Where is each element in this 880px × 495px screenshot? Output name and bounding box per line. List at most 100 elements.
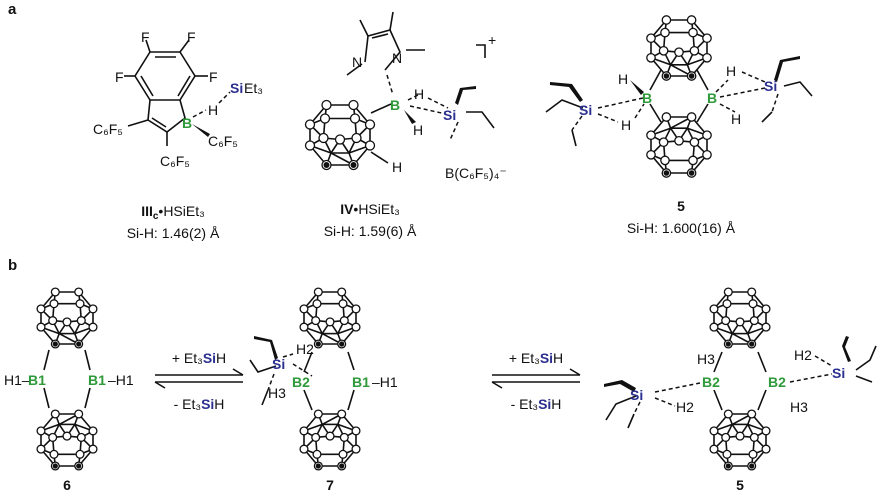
boron-vertex [351,426,361,436]
nitrogen-atom: N [392,50,402,66]
boron-vertex [311,316,321,326]
boron-vertex [348,99,359,111]
boron-vertex [339,316,349,326]
boron-vertex [747,409,757,419]
reagent-remove: - Et₃SiH [511,396,562,412]
boron-vertex [735,431,745,441]
boron-vertex [709,444,719,454]
boron-vertex [364,119,376,130]
boron-vertex [674,135,684,146]
boron-vertex [311,432,321,442]
carbon-vertex [339,463,345,469]
boron-atom: B [707,90,717,106]
boron-vertex [48,316,58,326]
silicon-atom: Si [579,102,592,118]
hydride-label: –H1 [108,372,134,388]
carbon-vertex [350,162,357,168]
fluorine: F [115,69,124,85]
compound-name: 5 [677,198,685,214]
carbon-vertex [663,170,670,176]
boron-atom: B [182,115,192,131]
reagent-remove: - Et₃SiH [174,396,225,412]
carbon-vertex [749,463,755,469]
silicon-atom: Si [630,387,643,403]
reagent-add: + Et₃SiH [509,350,563,366]
reagent-add: + Et₃SiH [172,350,226,366]
boron-vertex [313,287,323,297]
c6f5-group: C₆F₅ [208,133,238,149]
boron-vertex [337,287,347,297]
boron-vertex [689,45,700,56]
hydride: H [731,111,741,127]
fluorine: F [209,69,218,85]
boron-vertex [88,426,98,436]
compound-5-scheme: Si B2 B2 H3 H2 H2 H3 Si 5 [604,336,877,493]
boron-vertex [686,15,697,25]
boron-vertex [748,299,758,309]
fluorine: F [187,29,196,45]
compound-number: 7 [326,477,334,493]
boron-vertex [735,317,745,327]
panel-label-a: a [8,1,17,18]
boron-vertex [313,409,323,419]
hydride: H [618,71,628,87]
carbon-vertex [688,170,695,176]
boron-vertex [339,432,349,442]
compound-IIIc: F F F F Si Et₃ H B C₆F₅ C₆F₅ C₆F₅ IIIc•H… [93,29,263,241]
boron-vertex [660,27,670,38]
boron-vertex [349,113,361,124]
hydride-label: H3 [790,399,808,415]
hydride: H [208,102,218,118]
equilibrium-arrow-1: + Et₃SiH - Et₃SiH [154,350,244,412]
boron-vertex [709,322,719,332]
boron-vertex [76,432,86,442]
boron-vertex [49,449,59,459]
boron-vertex [688,27,698,38]
boron-vertex [36,304,46,314]
boron-vertex [319,113,331,124]
boron-vertex [48,432,58,442]
boron-vertex [75,449,85,459]
carbon-vertex [688,73,695,79]
boron-atom: B [390,97,400,113]
boron-vertex [702,149,712,160]
boron-vertex [721,316,731,326]
boron-vertex [74,287,84,297]
boron-vertex [62,431,72,441]
boron-vertex [721,432,731,442]
boron-vertex [661,112,672,122]
boron-vertex [62,317,72,327]
boron-vertex [723,287,733,297]
boron-vertex [312,449,322,459]
equilibrium-arrow-2: + Et₃SiH - Et₃SiH [491,350,581,412]
hydride-label: H3 [268,385,286,401]
boron-atom: B2 [292,374,310,390]
boron-vertex [88,304,98,314]
panel-label-b: b [8,257,17,274]
hydrogen: H [392,159,402,175]
boron-vertex [761,304,771,314]
boron-vertex [722,299,732,309]
compound-7: Si H2 H3 B2 B1 –H1 7 [249,336,398,493]
boron-vertex [36,426,46,436]
hydride-label: H2 [794,347,812,363]
boron-vertex [88,322,98,332]
compound-name: IV•HSiEt₃ [340,201,400,217]
boron-atom: B2 [768,374,786,390]
hydride: H [726,63,736,79]
compound-6: H1– B1 B1 –H1 6 [4,349,134,493]
boron-vertex [702,130,712,141]
boron-vertex [686,112,697,122]
boron-vertex [747,287,757,297]
boron-atom: B [642,90,652,106]
boron-vertex [646,33,656,44]
boron-vertex [709,304,719,314]
carbon-vertex [315,463,321,469]
compound-5-panel-a: B B H H H H Si Si 5 Si-H: 1.600(16) Å [545,56,813,236]
boron-vertex [723,409,733,419]
boron-vertex [75,299,85,309]
boron-vertex [351,444,361,454]
boron-vertex [351,304,361,314]
boron-vertex [722,449,732,459]
